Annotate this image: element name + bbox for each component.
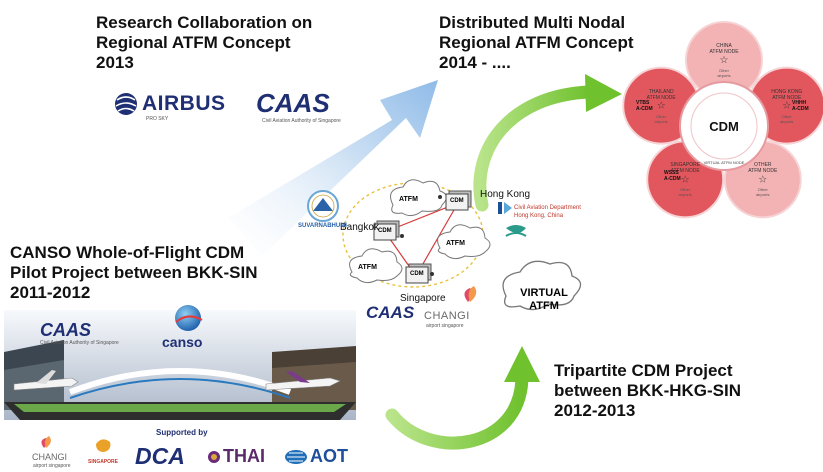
atfm-node-label: THAILAND ATFM NODE (646, 88, 676, 101)
suvarnabhumi-label: SUVARNABHUMI (298, 223, 347, 229)
other-airports-label: Other airports (678, 187, 692, 198)
green-arrow-upper (473, 74, 622, 212)
airbus-logo: AIRBUS (142, 92, 226, 115)
star-icon: ☆ (657, 101, 666, 112)
canso-logo: canso (162, 334, 203, 350)
cloud-icon (349, 248, 403, 284)
other-airports-label: Other airports (717, 68, 731, 78)
heading-canso-pilot: CANSO Whole-of-Flight CDM Pilot Project … (10, 243, 258, 302)
cloud-icon (437, 224, 491, 260)
hk-cad-label: Civil Aviation Department Hong Kong, Chi… (514, 205, 581, 219)
changi-sub-bottom: airport singapore (33, 463, 71, 469)
aot-logo: AOT (310, 446, 348, 466)
virtual-atfm-node-label: VIRTUAL ATFM NODE (703, 160, 745, 165)
changi-logo-mid: CHANGI (424, 310, 470, 322)
cdm-box (405, 266, 429, 284)
caas-logo-top: CAAS (256, 88, 330, 118)
heading-tripartite: Tripartite CDM Project between BKK-HKG-S… (554, 361, 742, 420)
cdm-box (373, 223, 397, 241)
caas-logo-mid: CAAS (366, 303, 415, 322)
star-icon: ☆ (758, 174, 767, 185)
cdm-box (445, 193, 469, 211)
blue-progress-arrow (228, 80, 438, 256)
other-airports-label: Other airports (654, 113, 668, 124)
nodes-center-label: CDM (709, 119, 739, 134)
city-singapore: Singapore (400, 293, 446, 304)
airbus-subtitle: PRO SKY (146, 116, 169, 122)
virtual-atfm-label: VIRTUAL ATFM (520, 287, 568, 312)
cdm-box-label-hk: CDM (450, 198, 464, 204)
atfm-node-label: OTHER ATFM NODE (748, 162, 778, 175)
changi-orchid-icon (464, 286, 477, 302)
atfm-cloud-label: ATFM (399, 196, 418, 203)
hk-cad-logo (498, 202, 512, 214)
singapore-airlines-logo: SINGAPORE (88, 459, 119, 465)
city-network (342, 179, 582, 311)
thai-logo: THAI (223, 446, 265, 466)
caas-sub-panel: Civil Aviation Authority of Singapore (40, 340, 119, 346)
airbus-globe-icon (115, 93, 137, 115)
thai-orchid-icon (208, 451, 220, 463)
hk-airport-logo (505, 225, 527, 237)
acdm-label: VHHH A-CDM (792, 100, 809, 112)
suvarnabhumi-logo (307, 190, 339, 222)
multi-nodal-diagram: ☆ ☆ ☆ ☆ ☆ CDM (622, 21, 823, 219)
city-bangkok: Bangkok (340, 222, 379, 233)
atfm-node-label: HONG KONG ATFM NODE (771, 88, 803, 101)
airport-photo-panel (4, 305, 356, 420)
cdm-box-label-sin: CDM (410, 271, 424, 277)
cloud-icon (502, 260, 582, 311)
atfm-cloud-label: ATFM (358, 264, 377, 271)
star-icon: ☆ (782, 101, 791, 112)
star-icon: ☆ (681, 174, 690, 185)
caas-logo-panel: CAAS (40, 320, 92, 340)
aot-emblem (285, 450, 307, 464)
changi-logo-bottom: CHANGI (32, 452, 68, 462)
acdm-label: VTBS A-CDM (636, 100, 653, 112)
singapore-lion-icon (96, 439, 111, 452)
green-arrow-lower (385, 346, 540, 450)
city-hong-kong: Hong Kong (480, 189, 531, 200)
atfm-node-label: CHINA ATFM NODE (709, 43, 739, 55)
supported-by-label: Supported by (156, 428, 208, 437)
aircraft-icon (265, 371, 341, 391)
heading-distributed-multi-nodal: Distributed Multi Nodal Regional ATFM Co… (439, 13, 634, 72)
atfm-cloud-label: ATFM (446, 240, 465, 247)
acdm-label: WSSS A-CDM (664, 170, 681, 182)
cdm-box-label-bkk: CDM (378, 228, 392, 234)
star-icon: ☆ (720, 55, 729, 66)
other-airports-label: Other airports (780, 113, 794, 124)
other-airports-label: Other airports (756, 187, 770, 198)
dca-logo: DCA (135, 443, 185, 469)
atfm-node-label: SINGAPORE ATFM NODE (670, 162, 701, 175)
caas-subtitle-top: Civil Aviation Authority of Singapore (262, 118, 341, 124)
changi-orchid-icon (41, 436, 51, 448)
changi-sub-mid: airport singapore (426, 323, 464, 329)
aircraft-icon (13, 370, 79, 391)
canso-globe-icon (175, 305, 203, 331)
heading-research-collaboration: Research Collaboration on Regional ATFM … (96, 13, 313, 72)
